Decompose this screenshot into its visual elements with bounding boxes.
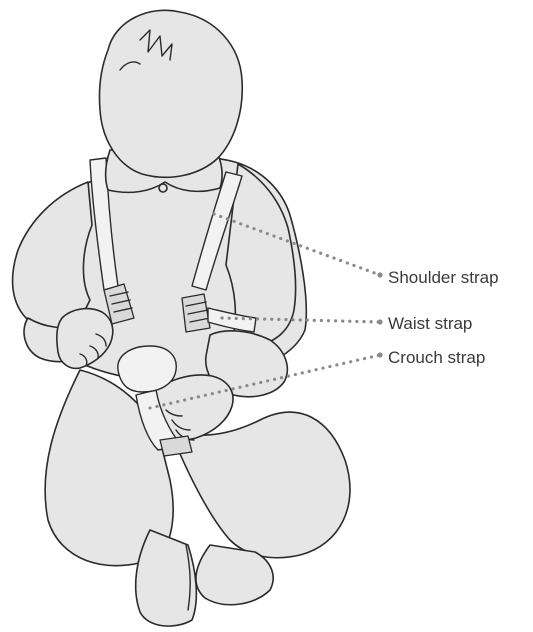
crouch-leader-end-dot [377, 352, 382, 357]
label-crouch-strap: Crouch strap [388, 348, 485, 367]
baby-head [99, 10, 242, 177]
label-shoulder-strap: Shoulder strap [388, 268, 499, 287]
shoulder-leader-end-dot [377, 272, 382, 277]
waist-leader-end-dot [377, 319, 382, 324]
label-waist-strap: Waist strap [388, 314, 472, 333]
